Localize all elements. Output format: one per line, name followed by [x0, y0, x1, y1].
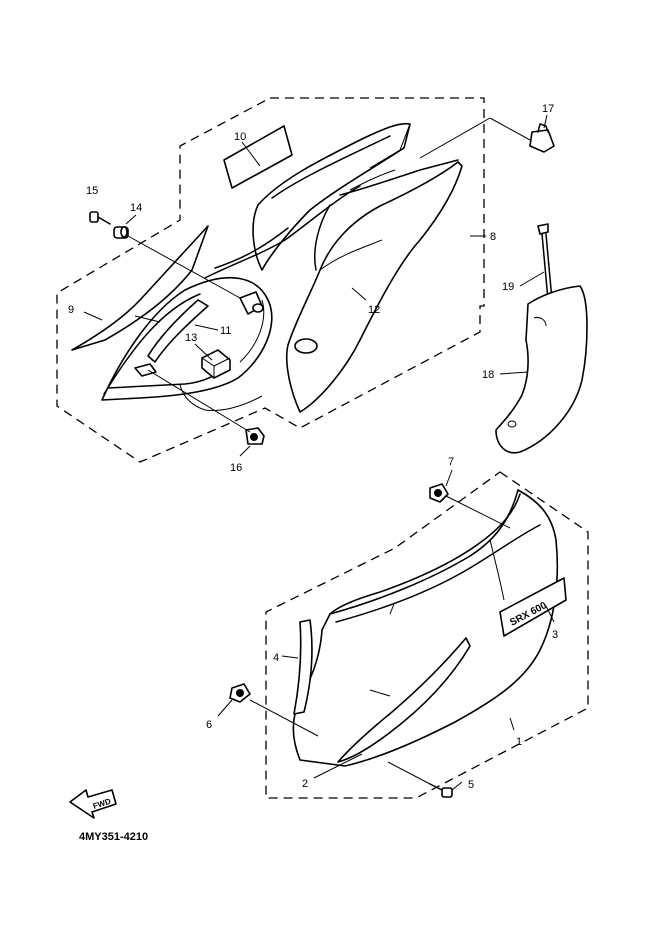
callout-3: 3	[552, 629, 558, 641]
part-6-grommet	[229, 683, 251, 703]
part-2-trim	[337, 637, 471, 763]
fwd-arrow-icon: FWD	[69, 789, 117, 819]
callout-16: 16	[230, 462, 242, 474]
callout-8: 8	[490, 231, 496, 243]
callout-12: 12	[368, 304, 380, 316]
callouts: 1 2 3 4 5 6 7 8 9 10 11 12 13 14 15 16 1…	[68, 103, 558, 791]
small-clip	[134, 363, 157, 377]
part-12-rear-panel	[285, 159, 463, 413]
part-15-screw	[89, 211, 111, 225]
callout-7: 7	[448, 456, 454, 468]
callout-6: 6	[206, 719, 212, 731]
part-4-strip	[293, 619, 313, 715]
callout-13: 13	[185, 332, 197, 344]
lower-assembly-boundary	[265, 471, 589, 799]
callout-17: 17	[542, 103, 554, 115]
callout-9: 9	[68, 304, 74, 316]
diagram-code: 4MY351-4210	[79, 831, 149, 843]
part-7-grommet	[429, 483, 449, 503]
part-10-plate	[223, 125, 293, 189]
upper-frame-cover	[204, 122, 411, 279]
callout-18: 18	[482, 369, 494, 381]
grommet-upper	[239, 291, 264, 315]
callout-19: 19	[502, 281, 514, 293]
callout-11: 11	[220, 325, 231, 337]
part-5-screw	[429, 783, 453, 798]
callout-14: 14	[130, 202, 142, 214]
leader-lines	[83, 114, 555, 791]
part-18-plate	[495, 285, 588, 454]
part-9-sticker	[71, 225, 209, 351]
part-19-cable-tie	[537, 223, 553, 301]
part-14-collar	[113, 226, 129, 239]
callout-10: 10	[234, 131, 246, 143]
callout-2: 2	[302, 778, 308, 790]
callout-1: 1	[516, 736, 522, 748]
callout-4: 4	[273, 652, 279, 664]
part-16-grommet	[245, 427, 265, 445]
callout-15: 15	[86, 185, 98, 197]
part-17-clip	[529, 123, 555, 153]
callout-5: 5	[468, 779, 474, 791]
part-1-side-cover	[292, 489, 559, 767]
upper-assembly-boundary	[56, 97, 485, 463]
part-11-strip	[147, 299, 209, 363]
